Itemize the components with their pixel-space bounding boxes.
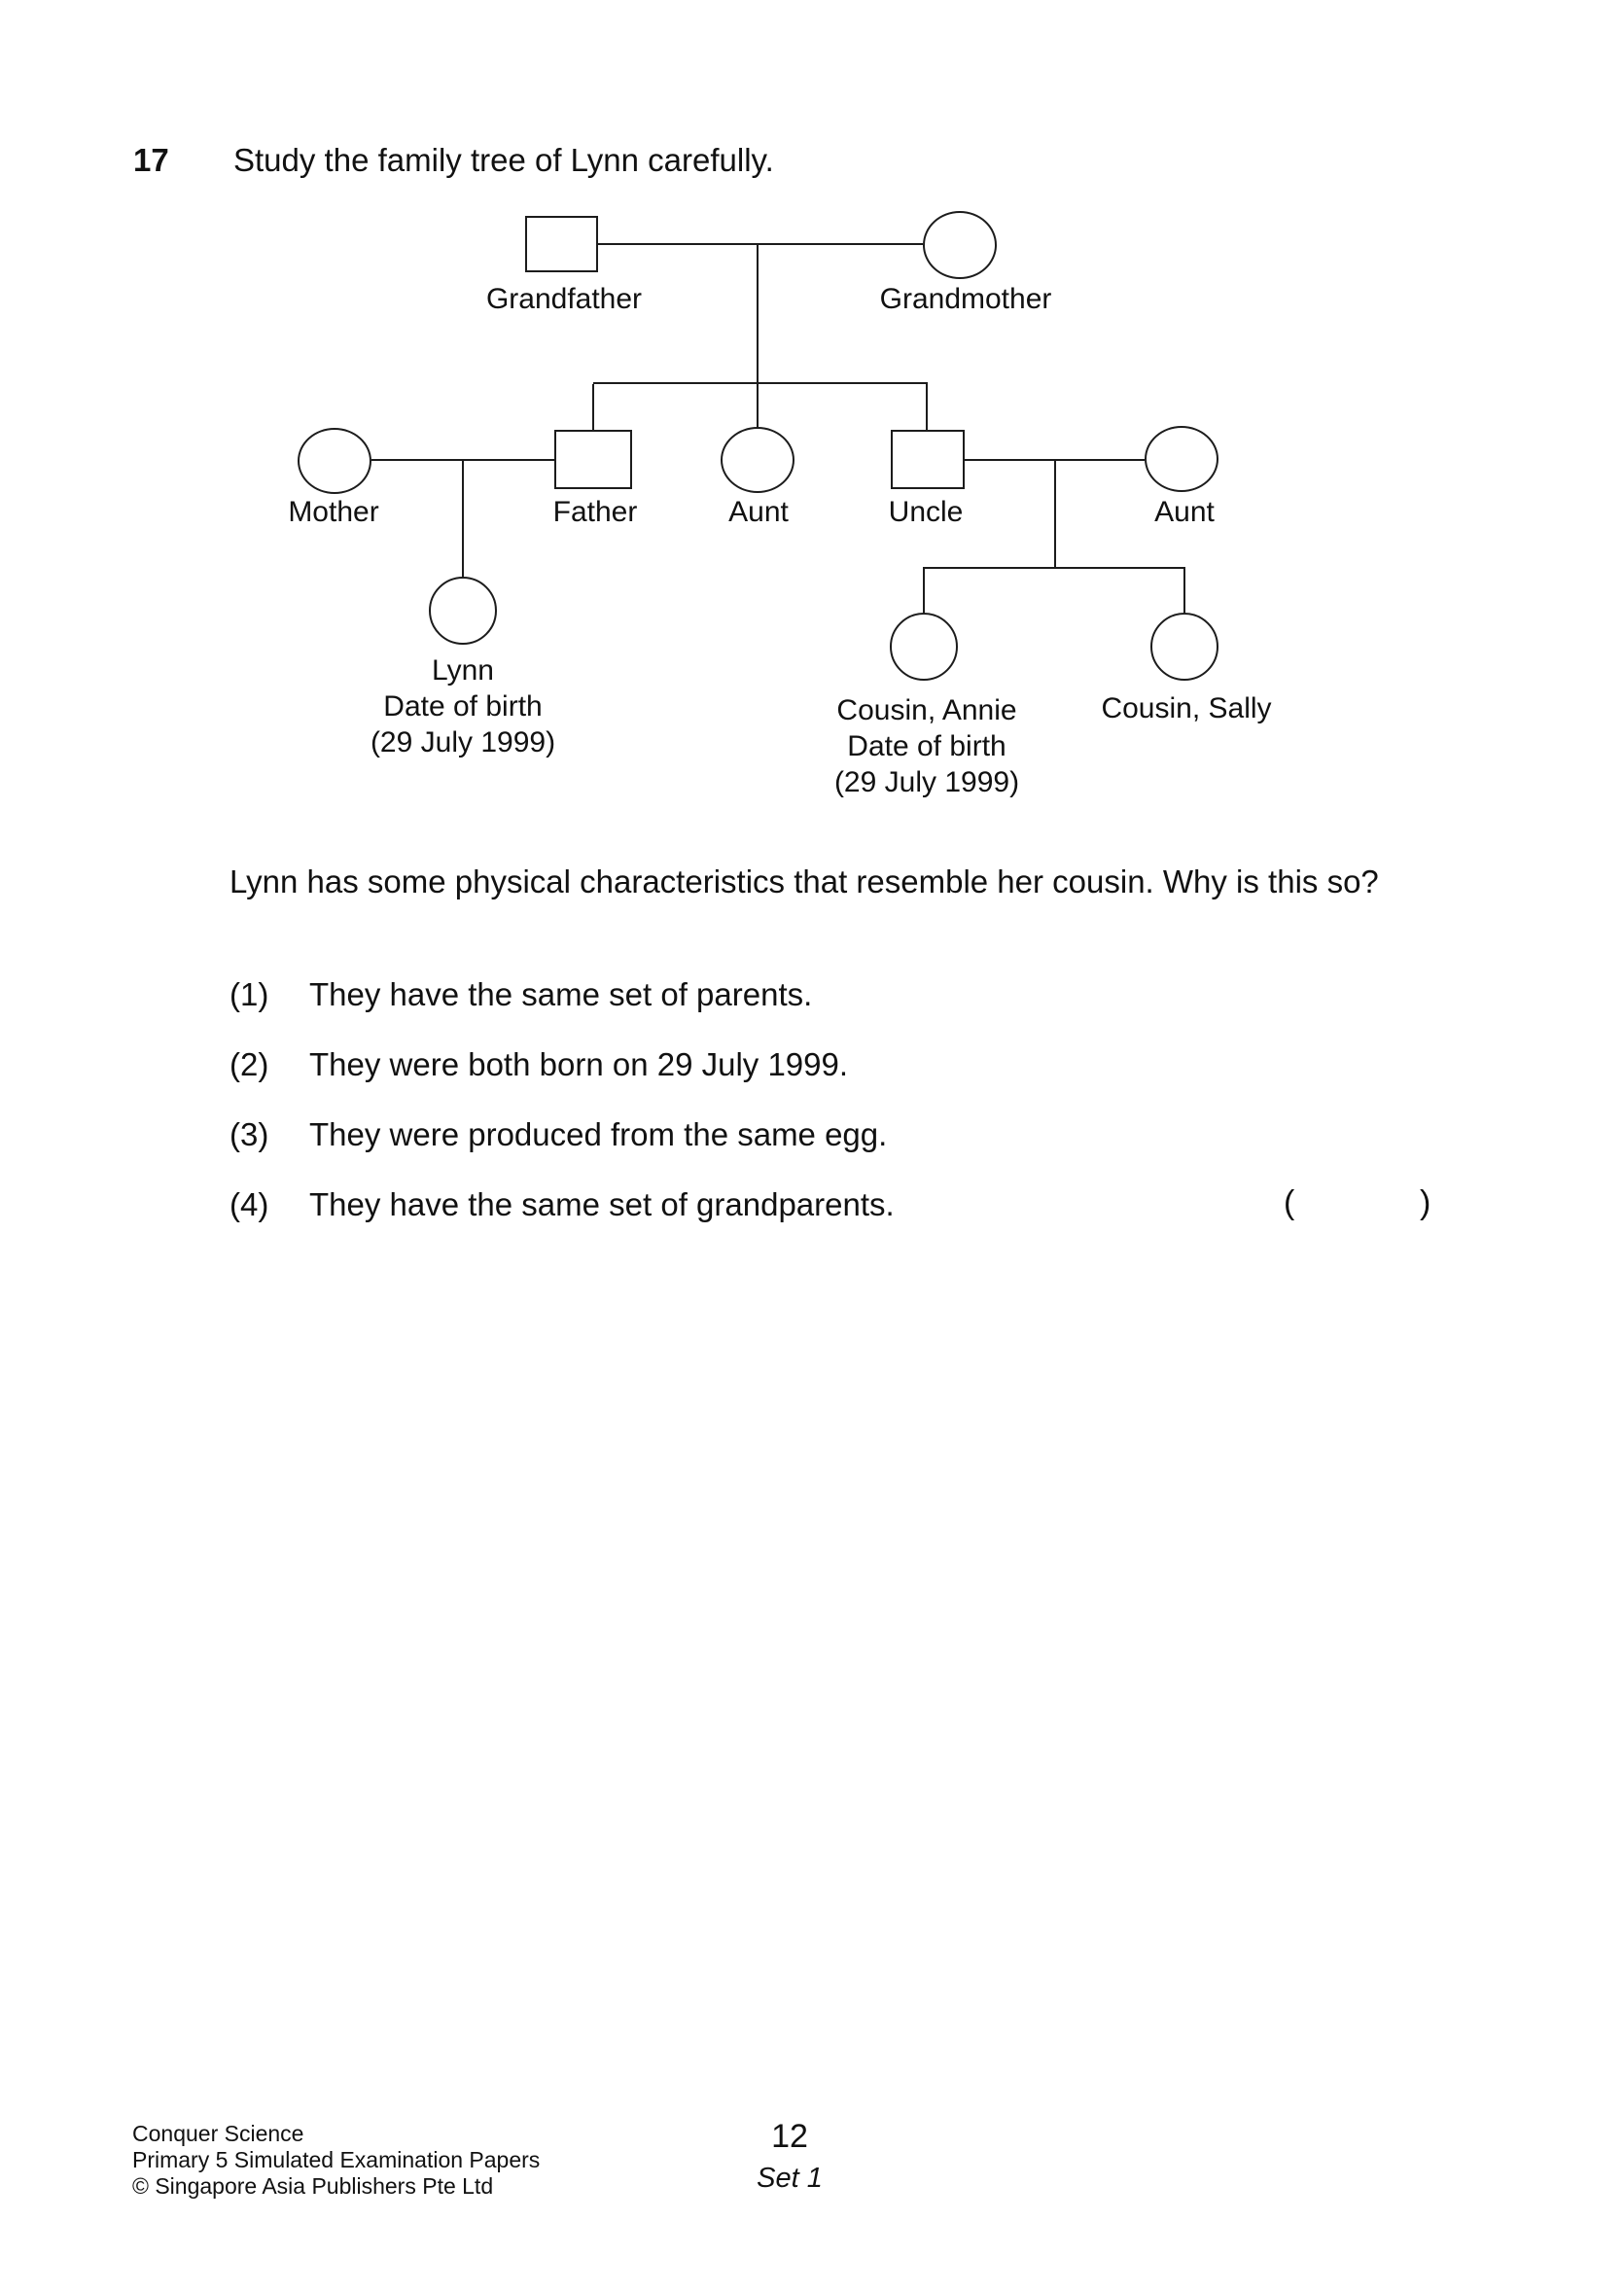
answer-close-paren: ) [1420, 1184, 1431, 1221]
question-body: Lynn has some physical characteristics t… [229, 864, 1379, 899]
option-4-number: (4) [229, 1186, 269, 1222]
cousin-sally-label: Cousin, Sally [1101, 692, 1272, 724]
mother-node [298, 428, 371, 494]
set-label: Set 1 [757, 2163, 823, 2194]
aunt-left-label: Aunt [728, 496, 789, 528]
mother-label: Mother [288, 496, 379, 528]
option-4-text: They have the same set of grandparents. [309, 1186, 895, 1222]
lynn-label-block: Lynn Date of birth (29 July 1999) [371, 652, 555, 760]
lynn-node [429, 577, 497, 645]
connector-line-siblings-bar [593, 382, 928, 384]
footer-copyright-line: © Singapore Asia Publishers Pte Ltd [132, 2173, 494, 2199]
option-3-number: (3) [229, 1116, 269, 1152]
option-1-number: (1) [229, 976, 269, 1012]
cousin-annie-label-block: Cousin, Annie Date of birth (29 July 199… [834, 692, 1019, 800]
footer-publisher-block: Conquer Science Primary 5 Simulated Exam… [132, 2121, 540, 2200]
footer-paper-title: Primary 5 Simulated Examination Papers [132, 2147, 541, 2172]
cousin-annie-node [890, 613, 958, 681]
grandfather-label: Grandfather [485, 283, 643, 315]
option-row-4: (4) They have the same set of grandparent… [229, 1186, 1299, 1223]
lynn-dob-value: (29 July 1999) [370, 726, 556, 758]
cousin-annie-dob-label: Date of birth [847, 730, 1006, 762]
footer-series-title: Conquer Science [132, 2121, 304, 2146]
footer-page-block: 12 Set 1 [727, 2117, 852, 2195]
grandmother-node [923, 211, 997, 279]
lynn-name: Lynn [432, 654, 494, 687]
aunt-right-label: Aunt [1154, 496, 1215, 528]
connector-line-uncle-aunt-couple [965, 459, 1145, 461]
connector-line-drop-to-aunt [757, 384, 759, 429]
aunt-right-node [1145, 426, 1218, 492]
family-tree-diagram: Grandfather Grandmother Mother Father Au… [0, 0, 1624, 807]
connector-line-drop-to-annie [923, 569, 925, 613]
connector-line-cousins-bar [923, 567, 1185, 569]
lynn-dob-label: Date of birth [383, 690, 543, 723]
answer-open-paren: ( [1284, 1184, 1295, 1221]
father-label: Father [552, 496, 638, 528]
option-2-number: (2) [229, 1046, 269, 1082]
uncle-label: Uncle [888, 496, 964, 528]
father-node [554, 430, 632, 489]
connector-line-grandparents-couple [598, 243, 923, 245]
option-3-text: They were produced from the same egg. [309, 1116, 888, 1152]
connector-line-grandparents-drop [757, 245, 759, 382]
cousin-annie-name: Cousin, Annie [836, 694, 1017, 726]
question-number: 17 [133, 142, 169, 178]
aunt-left-node [721, 427, 794, 493]
cousin-annie-dob-value: (29 July 1999) [833, 766, 1020, 798]
option-row-2: (2) They were both born on 29 July 1999. [229, 1046, 1299, 1083]
grandmother-label: Grandmother [879, 283, 1052, 315]
page-number: 12 [771, 2118, 808, 2155]
connector-line-drop-to-lynn [462, 461, 464, 577]
connector-line-drop-to-sally [1183, 569, 1185, 613]
connector-line-drop-to-father [592, 384, 594, 430]
question-intro: Study the family tree of Lynn carefully. [233, 142, 774, 178]
option-row-1: (1) They have the same set of parents. [229, 976, 1299, 1013]
option-row-3: (3) They were produced from the same egg. [229, 1116, 1299, 1153]
cousin-sally-node [1150, 613, 1218, 681]
grandfather-node [525, 216, 598, 272]
option-2-text: They were both born on 29 July 1999. [309, 1046, 849, 1082]
option-1-text: They have the same set of parents. [309, 976, 813, 1012]
connector-line-uncle-aunt-drop [1054, 461, 1056, 567]
connector-line-drop-to-uncle [926, 384, 928, 430]
connector-line-mother-father-couple [371, 459, 554, 461]
uncle-node [891, 430, 965, 489]
